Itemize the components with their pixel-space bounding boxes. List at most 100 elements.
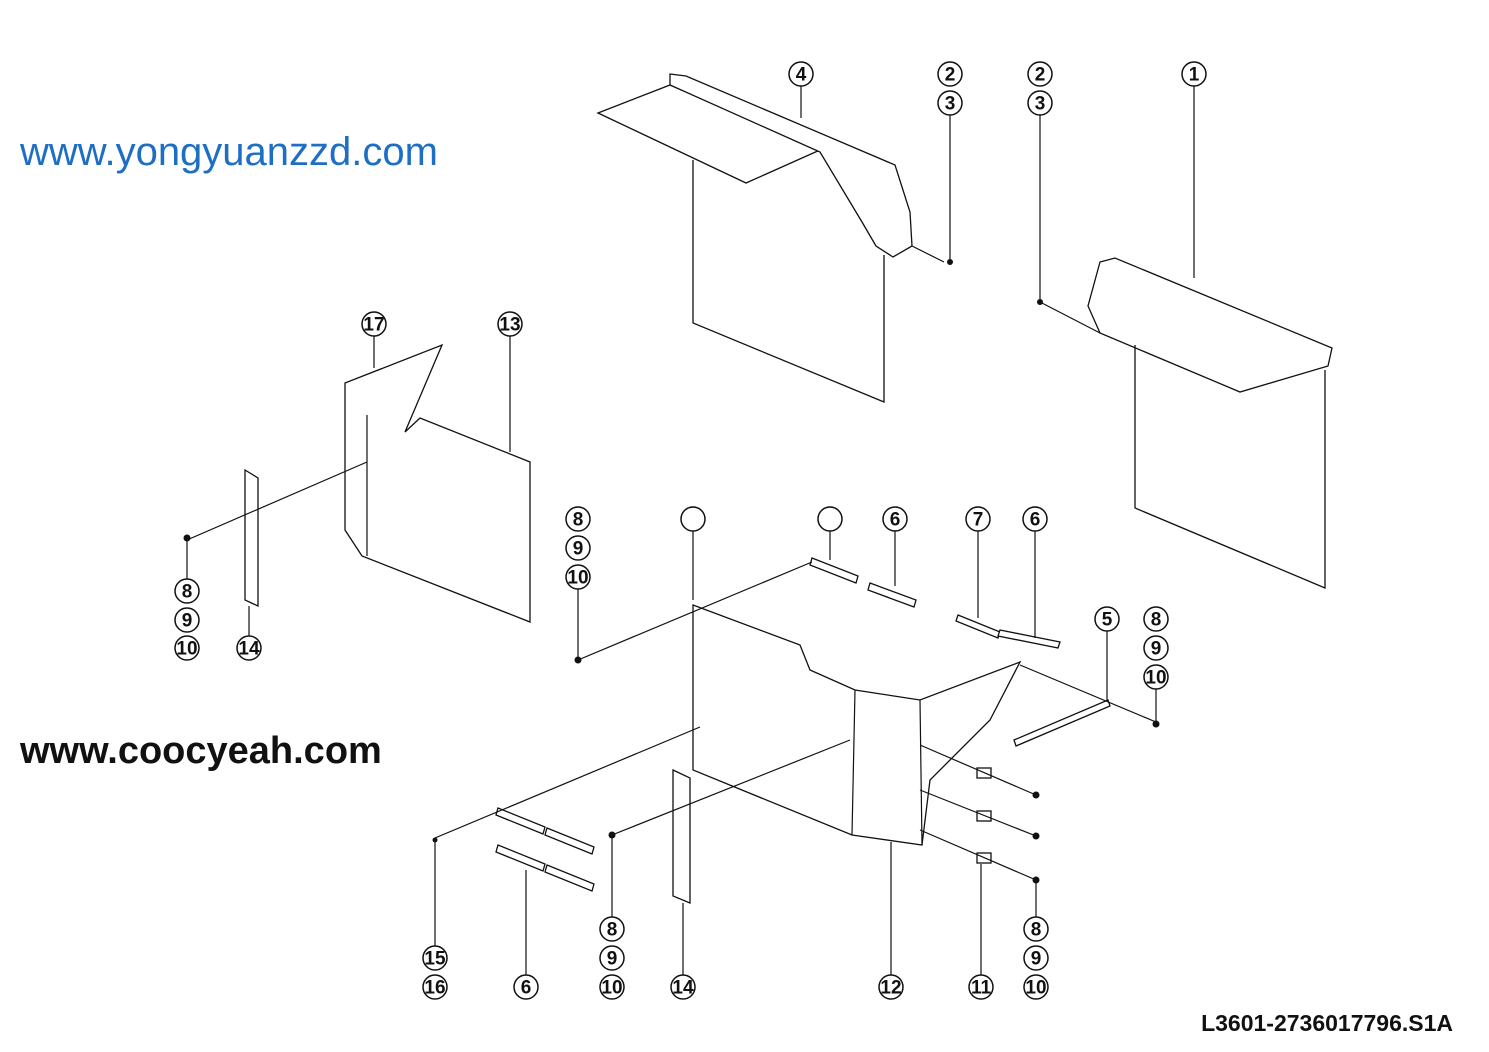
callout-label: 4 [796, 65, 807, 86]
callout-label: 16 [424, 978, 445, 999]
callout-label: 10 [601, 978, 622, 999]
callout-circle [878, 974, 904, 1000]
callout-label: 3 [945, 94, 956, 115]
callout-label: 13 [499, 315, 520, 336]
fastener-dot [947, 259, 953, 265]
callout-10: 10 [1143, 664, 1169, 690]
part-14-strip [672, 768, 691, 904]
fastener-dot [183, 534, 191, 542]
callout-label: 3 [1035, 94, 1046, 115]
callout-14: 14 [670, 974, 696, 1000]
fastener-dot [1032, 876, 1040, 884]
callout-circle [174, 607, 200, 633]
fastener-dot [1037, 299, 1043, 305]
callout-circle [599, 916, 625, 942]
callout-label: 9 [573, 539, 584, 560]
callout-label: 10 [1145, 668, 1166, 689]
callout-15: 15 [422, 945, 448, 971]
callout-circle [361, 311, 387, 337]
callout-label: 5 [1102, 610, 1113, 631]
callout-circle [1023, 974, 1049, 1000]
callout-10: 10 [565, 564, 591, 590]
part-6-strip [495, 844, 546, 872]
fastener-dot [1152, 720, 1160, 728]
callout-label: 12 [880, 978, 901, 999]
fastener-dot [432, 837, 438, 843]
callout-circle [565, 564, 591, 590]
callout-4: 4 [788, 61, 814, 87]
callout-label: 14 [672, 978, 694, 999]
fastener-dot [608, 831, 616, 839]
callout-circle [174, 578, 200, 604]
callout-10: 10 [599, 974, 625, 1000]
callout-9: 9 [1023, 945, 1049, 971]
callout-circle [1143, 635, 1169, 661]
callout-9: 9 [565, 535, 591, 561]
callout-2: 2 [937, 61, 963, 87]
callout-label: 9 [1031, 949, 1042, 970]
callout-circle [1143, 606, 1169, 632]
callout-label: 8 [182, 582, 193, 603]
fastener-dot [1032, 791, 1040, 799]
callout-8: 8 [1143, 606, 1169, 632]
callout-1: 1 [1181, 61, 1207, 87]
callout-label: 11 [971, 978, 992, 999]
callout-hidden [680, 506, 706, 532]
callout-label: 7 [973, 510, 984, 531]
part-6-strip [809, 557, 859, 584]
callout-13: 13 [497, 311, 523, 337]
callout-5: 5 [1094, 606, 1120, 632]
watermark-text: www.coocyeah.com [20, 730, 382, 772]
callout-circle [680, 506, 706, 532]
callout-circle [236, 635, 262, 661]
part-4-beam [669, 73, 913, 258]
callout-circle [565, 506, 591, 532]
part-6-strip [997, 629, 1061, 649]
callout-label: 8 [1031, 920, 1042, 941]
callout-circle [1022, 506, 1048, 532]
callout-14: 14 [236, 635, 262, 661]
callout-label: 9 [607, 949, 618, 970]
part-14-strip-left [244, 468, 259, 608]
leader-lines [183, 86, 1195, 975]
callout-circle [1023, 945, 1049, 971]
parts-outlines [244, 73, 1333, 904]
callout-label: 1 [1189, 65, 1200, 86]
part-6-strip [544, 827, 595, 855]
callout-label: 9 [1151, 639, 1162, 660]
part-6-strip [544, 864, 595, 892]
part-5-bar [1013, 699, 1111, 747]
fastener-dot [574, 656, 582, 664]
callout-circle [422, 945, 448, 971]
callout-8: 8 [1023, 916, 1049, 942]
panel-edge-line [851, 689, 856, 836]
callout-label: 8 [1151, 610, 1162, 631]
part-1-beam [1087, 257, 1333, 393]
callout-10: 10 [1023, 974, 1049, 1000]
callout-circle [1027, 90, 1053, 116]
callout-circle [670, 974, 696, 1000]
callout-label: 10 [567, 568, 588, 589]
callout-9: 9 [174, 607, 200, 633]
callout-2: 2 [1027, 61, 1053, 87]
callout-circle [965, 506, 991, 532]
fastener-dot [1032, 832, 1040, 840]
callout-circle [937, 90, 963, 116]
part-13-side-panel [344, 343, 531, 623]
callout-circle [882, 506, 908, 532]
callout-9: 9 [599, 945, 625, 971]
callout-8: 8 [174, 578, 200, 604]
callout-9: 9 [1143, 635, 1169, 661]
callout-6: 6 [513, 974, 539, 1000]
callout-label: 2 [1035, 65, 1046, 86]
callout-circle [513, 974, 539, 1000]
callout-label: 10 [1025, 978, 1046, 999]
callout-8: 8 [599, 916, 625, 942]
drawing-code: L3601-2736017796.S1A [1201, 1010, 1453, 1036]
callout-6: 6 [1022, 506, 1048, 532]
callout-label: 14 [238, 639, 260, 660]
callout-circle [174, 635, 200, 661]
callout-circle [599, 974, 625, 1000]
